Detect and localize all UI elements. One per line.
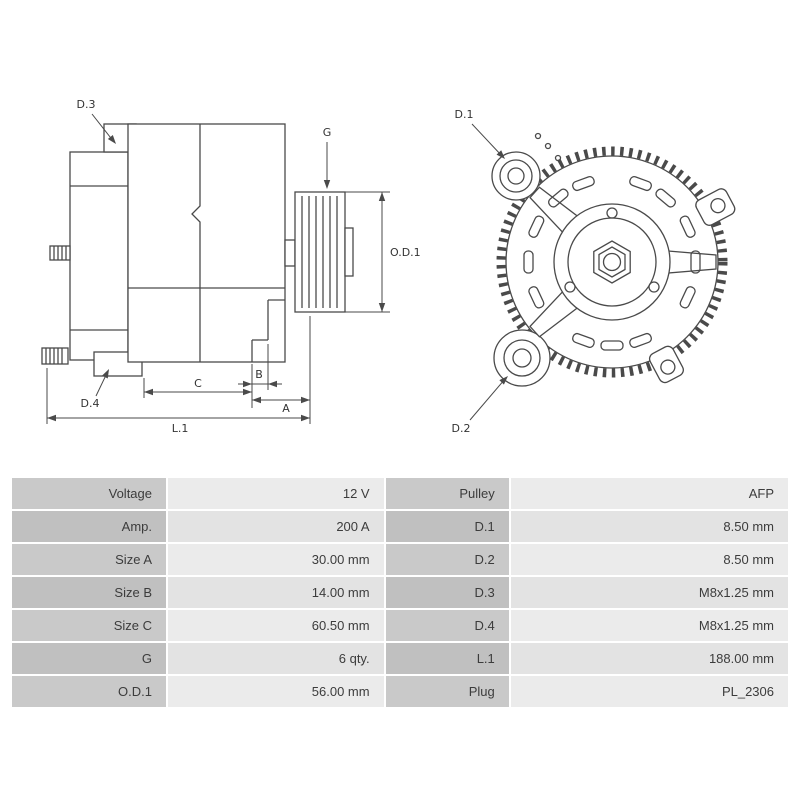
- spec-label: D.1: [385, 511, 509, 542]
- spec-value: 8.50 mm: [510, 511, 788, 542]
- spec-row: Size B 14.00 mm D.3 M8x1.25 mm: [12, 577, 788, 608]
- spec-value: AFP: [510, 478, 788, 509]
- spec-label: Pulley: [385, 478, 509, 509]
- front-view: [491, 132, 736, 387]
- dim-label-d2: D.2: [452, 422, 471, 435]
- spec-label: Plug: [385, 676, 509, 707]
- spec-row: Voltage 12 V Pulley AFP: [12, 478, 788, 509]
- spec-label: L.1: [385, 643, 509, 674]
- spec-value: 200 A: [168, 511, 384, 542]
- dim-label-od1: O.D.1: [390, 246, 421, 259]
- spec-row: Size C 60.50 mm D.4 M8x1.25 mm: [12, 610, 788, 641]
- spec-row: O.D.1 56.00 mm Plug PL_2306: [12, 676, 788, 707]
- spec-value: M8x1.25 mm: [510, 577, 788, 608]
- spec-row: Size A 30.00 mm D.2 8.50 mm: [12, 544, 788, 575]
- alternator-drawing-svg: D.3 D.4 G O.D.1 C B A L.1: [41, 98, 736, 435]
- spec-value: 8.50 mm: [510, 544, 788, 575]
- dim-label-g: G: [323, 126, 332, 139]
- spec-label: D.4: [385, 610, 509, 641]
- spec-value: M8x1.25 mm: [510, 610, 788, 641]
- spec-label: O.D.1: [12, 676, 166, 707]
- dim-label-l1: L.1: [172, 422, 189, 435]
- front-view-dimensions: [469, 123, 506, 421]
- spec-label: Voltage: [12, 478, 166, 509]
- vent-slots: [523, 176, 701, 351]
- dim-label-d3: D.3: [77, 98, 96, 111]
- spec-table: Voltage 12 V Pulley AFP Amp. 200 A D.1 8…: [10, 476, 790, 709]
- dim-label-a: A: [282, 402, 290, 415]
- spec-value: 60.50 mm: [168, 610, 384, 641]
- spec-value: 188.00 mm: [510, 643, 788, 674]
- spec-label: D.3: [385, 577, 509, 608]
- spec-label: Size A: [12, 544, 166, 575]
- spec-value: PL_2306: [510, 676, 788, 707]
- dim-label-b: B: [255, 368, 263, 381]
- dim-label-c: C: [194, 377, 202, 390]
- dim-label-d1: D.1: [455, 108, 474, 121]
- front-view-labels: D.1 D.2: [452, 108, 474, 435]
- side-view: [41, 123, 354, 377]
- spec-label: Size C: [12, 610, 166, 641]
- spec-label: D.2: [385, 544, 509, 575]
- spec-value: 56.00 mm: [168, 676, 384, 707]
- side-view-labels: D.3 D.4 G O.D.1 C B A L.1: [77, 98, 421, 435]
- spec-label: G: [12, 643, 166, 674]
- spec-row: G 6 qty. L.1 188.00 mm: [12, 643, 788, 674]
- spec-label: Size B: [12, 577, 166, 608]
- spec-value: 14.00 mm: [168, 577, 384, 608]
- spec-label: Amp.: [12, 511, 166, 542]
- spec-value: 6 qty.: [168, 643, 384, 674]
- spec-value: 30.00 mm: [168, 544, 384, 575]
- spec-value: 12 V: [168, 478, 384, 509]
- dim-label-d4: D.4: [81, 397, 100, 410]
- spec-row: Amp. 200 A D.1 8.50 mm: [12, 511, 788, 542]
- technical-drawing: D.3 D.4 G O.D.1 C B A L.1: [41, 98, 736, 435]
- spec-table-section: Voltage 12 V Pulley AFP Amp. 200 A D.1 8…: [0, 470, 800, 709]
